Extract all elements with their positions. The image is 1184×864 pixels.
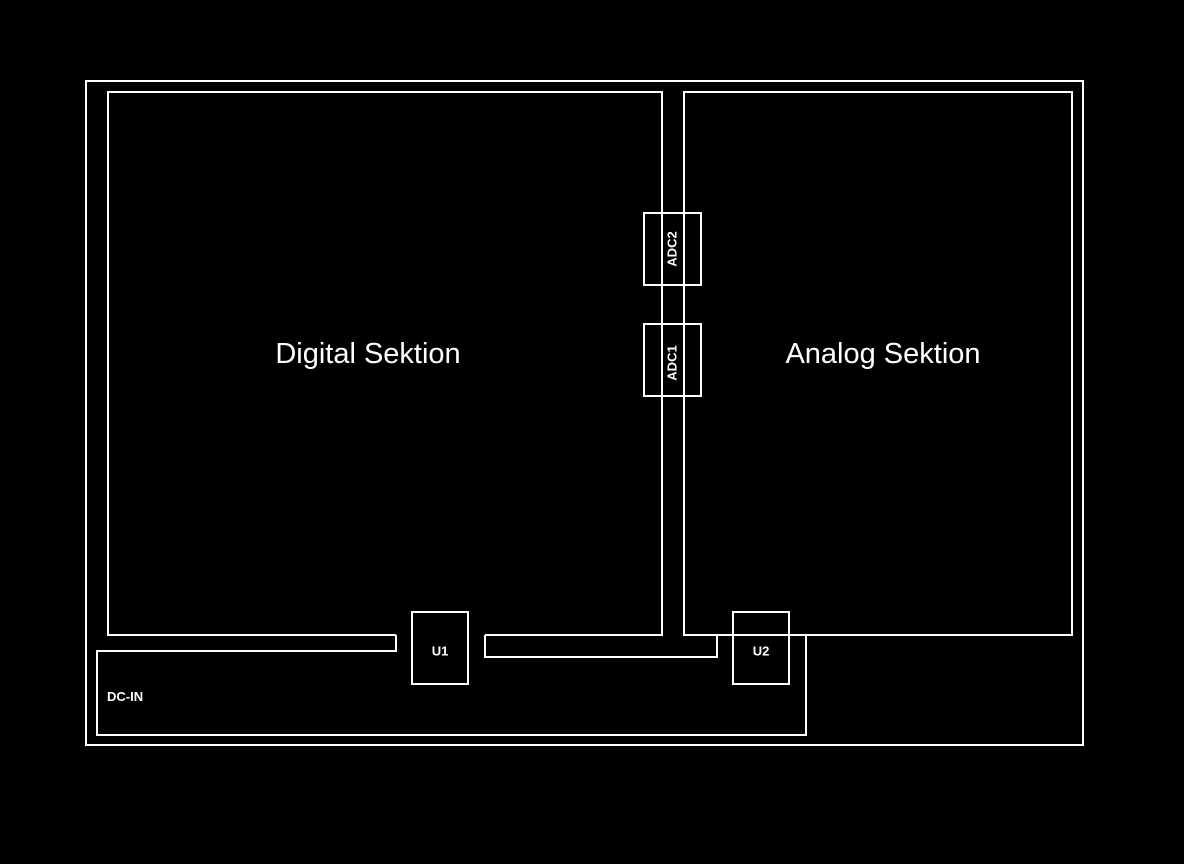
u1-body <box>411 611 469 685</box>
adc1-body <box>643 323 702 397</box>
board-outline <box>85 80 1084 746</box>
adc2-component: ADC2 <box>643 212 702 286</box>
u2-label: U2 <box>753 643 770 658</box>
adc2-body <box>643 212 702 286</box>
u2-body <box>732 611 790 685</box>
adc1-component: ADC1 <box>643 323 702 397</box>
power-area <box>96 634 1072 736</box>
digital-section-label: Digital Sektion <box>275 338 460 370</box>
adc2-label: ADC2 <box>664 231 679 266</box>
analog-section-label: Analog Sektion <box>785 338 980 370</box>
dc-in-label: DC-IN <box>107 689 143 704</box>
power-bridge-strip <box>484 634 718 658</box>
u1-label: U1 <box>432 643 449 658</box>
u2-component: U2 <box>732 611 790 685</box>
adc1-label: ADC1 <box>664 345 679 380</box>
digital-section-area <box>107 91 663 636</box>
u1-component: U1 <box>411 611 469 685</box>
